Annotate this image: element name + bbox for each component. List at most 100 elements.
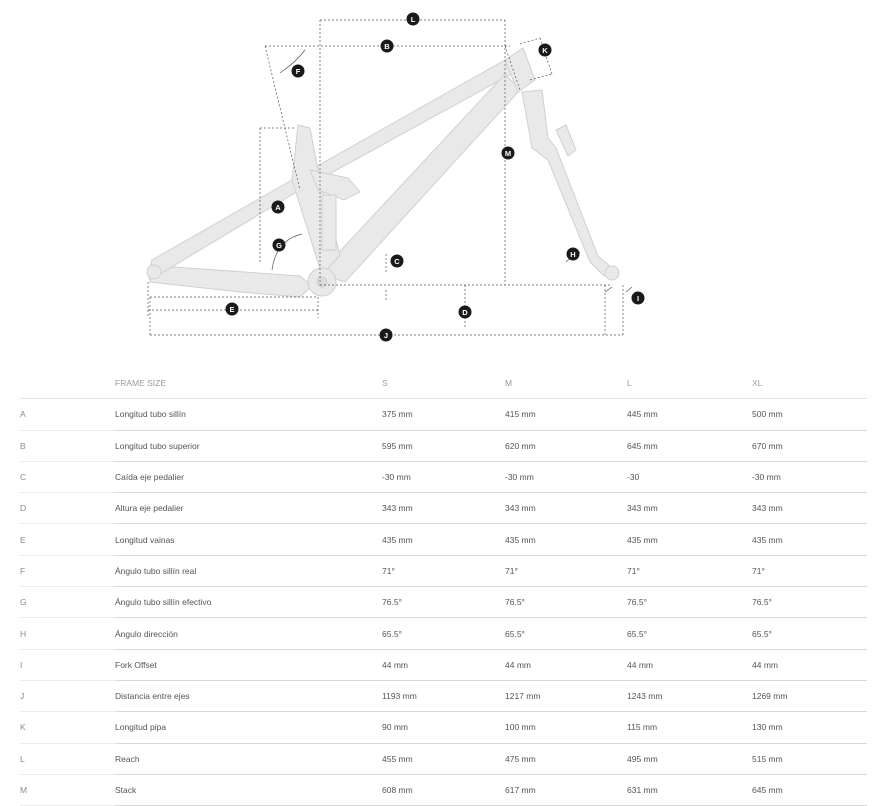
marker-j: J (379, 328, 393, 342)
row-letter: H (20, 617, 115, 650)
marker-m: M (501, 146, 515, 160)
row-value-m: 475 mm (505, 743, 627, 775)
row-value-xl: 500 mm (752, 398, 867, 431)
row-value-xl: 44 mm (752, 649, 867, 681)
marker-i: I (631, 291, 645, 305)
row-value-xl: 670 mm (752, 430, 867, 462)
svg-text:J: J (384, 331, 388, 340)
svg-text:H: H (570, 250, 575, 259)
marker-g: G (272, 238, 286, 252)
row-value-m: 617 mm (505, 774, 627, 806)
row-name: Longitud pipa (115, 711, 382, 744)
row-name: Fork Offset (115, 649, 382, 681)
row-value-xl: 515 mm (752, 743, 867, 775)
row-value-xl: 1269 mm (752, 680, 867, 713)
marker-b: B (380, 39, 394, 53)
marker-a: A (271, 200, 285, 214)
marker-h: H (566, 247, 580, 261)
row-name: Ángulo dirección (115, 617, 382, 650)
row-value-xl: 645 mm (752, 774, 867, 806)
header-size-s: S (382, 368, 505, 400)
row-value-l: 76.5° (627, 586, 752, 619)
row-value-l: 71° (627, 555, 752, 588)
svg-text:C: C (394, 257, 400, 266)
marker-k: K (538, 43, 552, 57)
marker-l: L (406, 12, 420, 26)
row-value-s: 435 mm (382, 523, 505, 556)
row-value-l: 44 mm (627, 649, 752, 681)
row-value-l: -30 (627, 461, 752, 494)
row-value-m: 65.5° (505, 617, 627, 650)
row-name: Ángulo tubo sillín real (115, 555, 382, 588)
row-letter: B (20, 430, 115, 462)
row-letter: L (20, 743, 115, 775)
row-name: Longitud tubo sillín (115, 398, 382, 431)
row-letter: M (20, 774, 115, 806)
row-letter: I (20, 649, 115, 681)
svg-text:L: L (411, 15, 416, 24)
row-value-xl: 65.5° (752, 617, 867, 650)
row-value-s: 44 mm (382, 649, 505, 681)
row-value-s: 65.5° (382, 617, 505, 650)
row-name: Stack (115, 774, 382, 806)
svg-text:M: M (505, 149, 511, 158)
row-value-l: 65.5° (627, 617, 752, 650)
row-letter: F (20, 555, 115, 588)
row-value-xl: 76.5° (752, 586, 867, 619)
row-value-s: 1193 mm (382, 680, 505, 713)
row-name: Altura eje pedalier (115, 492, 382, 525)
header-letter (20, 368, 115, 400)
row-letter: G (20, 586, 115, 619)
marker-e: E (225, 302, 239, 316)
row-value-l: 1243 mm (627, 680, 752, 713)
table-header-row: FRAME SIZE S M L XL (20, 368, 867, 400)
row-letter: C (20, 461, 115, 494)
row-value-l: 495 mm (627, 743, 752, 775)
svg-text:E: E (229, 305, 234, 314)
row-value-l: 645 mm (627, 430, 752, 462)
row-name: Reach (115, 743, 382, 775)
header-size-l: L (627, 368, 752, 400)
row-letter: E (20, 523, 115, 556)
svg-text:A: A (275, 203, 281, 212)
svg-text:K: K (542, 46, 548, 55)
row-value-m: 435 mm (505, 523, 627, 556)
header-frame-size: FRAME SIZE (115, 368, 382, 400)
row-value-l: 631 mm (627, 774, 752, 806)
row-value-l: 343 mm (627, 492, 752, 525)
row-value-s: 595 mm (382, 430, 505, 462)
svg-text:F: F (296, 67, 301, 76)
bike-frame (146, 47, 620, 298)
svg-text:G: G (276, 241, 282, 250)
row-value-xl: 71° (752, 555, 867, 588)
header-size-xl: XL (752, 368, 867, 400)
row-value-xl: -30 mm (752, 461, 867, 494)
row-value-s: 90 mm (382, 711, 505, 744)
row-value-m: 620 mm (505, 430, 627, 462)
row-letter: K (20, 711, 115, 744)
header-size-m: M (505, 368, 627, 400)
row-name: Distancia entre ejes (115, 680, 382, 713)
row-value-m: 44 mm (505, 649, 627, 681)
row-value-m: 76.5° (505, 586, 627, 619)
row-value-s: 76.5° (382, 586, 505, 619)
marker-c: C (390, 254, 404, 268)
frame-geometry-diagram: A B C D E F G H I J K L (146, 12, 645, 342)
row-value-m: 100 mm (505, 711, 627, 744)
row-value-s: 343 mm (382, 492, 505, 525)
row-value-m: 343 mm (505, 492, 627, 525)
row-value-s: 608 mm (382, 774, 505, 806)
row-value-m: 71° (505, 555, 627, 588)
marker-f: F (291, 64, 305, 78)
